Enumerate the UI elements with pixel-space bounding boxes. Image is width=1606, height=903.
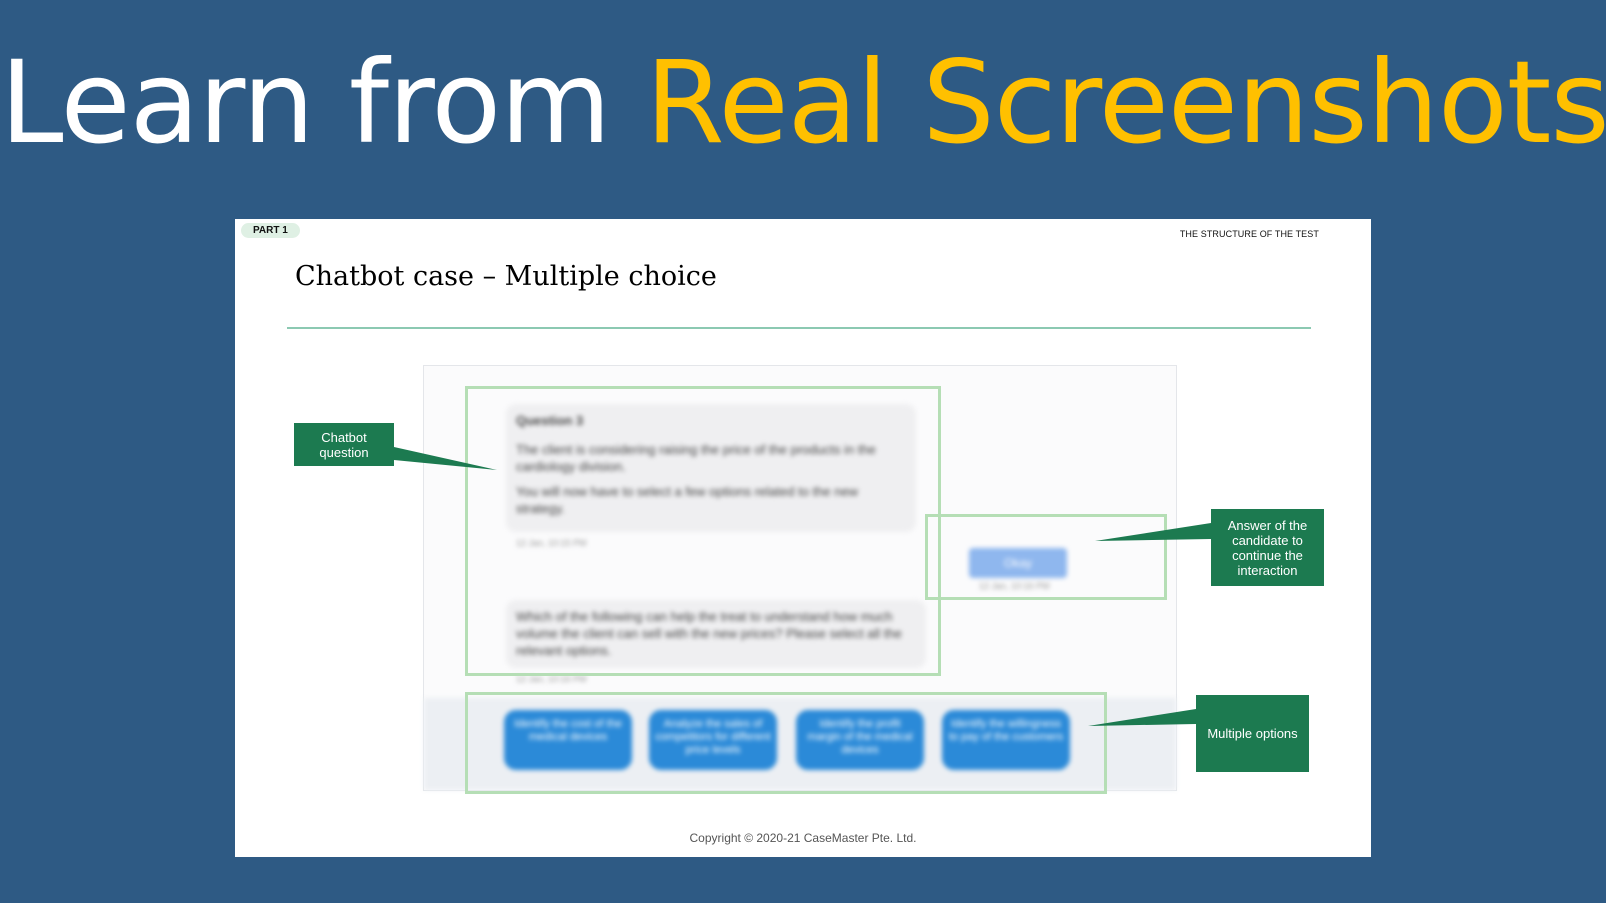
- prompt-bubble: Which of the following can help the trea…: [506, 600, 926, 668]
- timestamp: 12 Jan, 10:16 PM: [979, 581, 1050, 591]
- highlight-options: [465, 692, 1107, 794]
- copyright: Copyright © 2020-21 CaseMaster Pte. Ltd.: [689, 831, 917, 845]
- option-button-4[interactable]: Identify the willingness to pay of the c…: [942, 710, 1070, 770]
- question-heading: Question 3: [516, 413, 584, 428]
- option-button-1[interactable]: Identify the cost of the medical devices: [504, 710, 632, 770]
- chatbot-mockup: Question 3 The client is considering rai…: [423, 365, 1177, 791]
- callout-chatbot-question: Chatbot question: [294, 423, 394, 466]
- slide-title: Chatbot case – Multiple choice: [295, 261, 717, 292]
- title-divider: [287, 327, 1311, 329]
- timestamp: 12 Jan, 10:16 PM: [516, 674, 587, 684]
- highlight-answer: [925, 514, 1167, 600]
- timestamp: 12 Jan, 10:15 PM: [516, 538, 587, 548]
- highlight-question: [465, 386, 941, 676]
- section-label: THE STRUCTURE OF THE TEST: [1179, 229, 1319, 239]
- headline-white: Learn from: [0, 36, 646, 169]
- part-badge: PART 1: [241, 223, 300, 238]
- headline: Learn from Real Screenshots: [0, 28, 1606, 178]
- callout-multiple-options: Multiple options: [1196, 695, 1309, 772]
- headline-highlight: Real Screenshots: [645, 36, 1606, 169]
- question-bubble: Question 3 The client is considering rai…: [506, 404, 916, 532]
- option-button-3[interactable]: Identify the profit margin of the medica…: [796, 710, 924, 770]
- callout-answer: Answer of the candidate to continue the …: [1211, 509, 1324, 586]
- question-text-1: The client is considering raising the pr…: [516, 442, 876, 474]
- option-button-2[interactable]: Analyze the sales of competitors for dif…: [649, 710, 777, 770]
- question-text-2: You will now have to select a few option…: [516, 484, 859, 516]
- answer-button[interactable]: Okay: [969, 548, 1067, 578]
